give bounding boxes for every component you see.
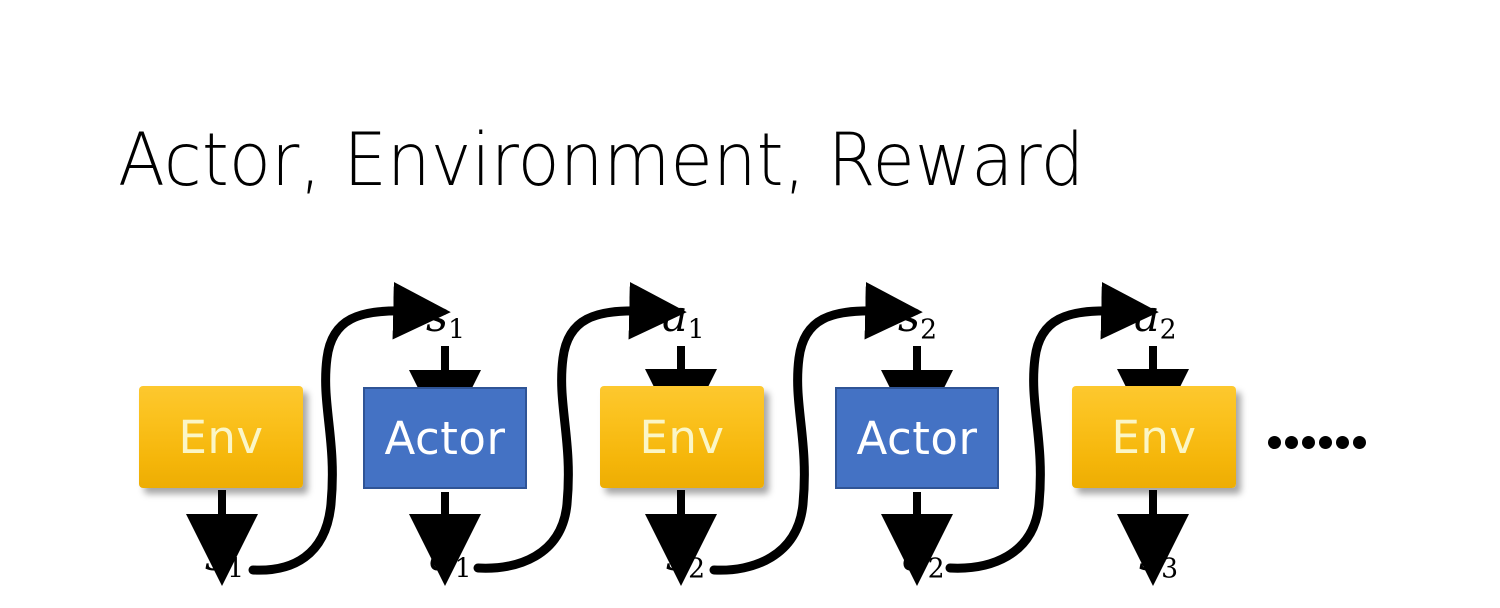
symbol: a bbox=[662, 292, 688, 342]
symbol: a bbox=[429, 531, 455, 581]
label-bottom-state-s3: s3 bbox=[1139, 535, 1178, 583]
symbol: s bbox=[426, 292, 449, 342]
node-actor-2[interactable]: Actor bbox=[835, 387, 999, 489]
ellipsis-dot bbox=[1285, 436, 1298, 449]
node-label: Actor bbox=[856, 411, 978, 465]
symbol: s bbox=[666, 531, 689, 581]
label-bottom-action-a2: a2 bbox=[902, 535, 945, 583]
symbol: s bbox=[205, 531, 228, 581]
label-bottom-state-s2: s2 bbox=[666, 535, 705, 583]
label-bottom-action-a1: a1 bbox=[429, 535, 472, 583]
ellipsis-dot bbox=[1268, 436, 1281, 449]
node-env-2[interactable]: Env bbox=[600, 386, 764, 488]
subscript: 1 bbox=[448, 314, 466, 346]
node-label: Env bbox=[1111, 410, 1197, 464]
symbol: s bbox=[1139, 531, 1162, 581]
label-top-action-a1: a1 bbox=[662, 296, 705, 344]
ellipsis-dot bbox=[1319, 436, 1332, 449]
label-top-state-s1: s1 bbox=[426, 296, 465, 344]
subscript: 3 bbox=[1161, 553, 1179, 585]
subscript: 2 bbox=[920, 314, 938, 346]
symbol: s bbox=[898, 292, 921, 342]
subscript: 2 bbox=[1159, 314, 1177, 346]
page-title: Actor, Environment, Reward bbox=[118, 118, 1085, 203]
subscript: 2 bbox=[927, 553, 945, 585]
label-top-state-s2: s2 bbox=[898, 296, 937, 344]
subscript: 1 bbox=[454, 553, 472, 585]
subscript: 2 bbox=[688, 553, 706, 585]
symbol: a bbox=[1134, 292, 1160, 342]
label-bottom-state-s1: s1 bbox=[205, 535, 244, 583]
ellipsis-dot bbox=[1336, 436, 1349, 449]
node-label: Actor bbox=[384, 411, 506, 465]
ellipsis-dot bbox=[1302, 436, 1315, 449]
symbol: a bbox=[902, 531, 928, 581]
subscript: 1 bbox=[687, 314, 705, 346]
label-top-action-a2: a2 bbox=[1134, 296, 1177, 344]
subscript: 1 bbox=[227, 553, 245, 585]
ellipsis-continuation bbox=[1268, 436, 1366, 449]
node-label: Env bbox=[178, 410, 264, 464]
node-env-1[interactable]: Env bbox=[139, 386, 303, 488]
ellipsis-dot bbox=[1353, 436, 1366, 449]
node-env-3[interactable]: Env bbox=[1072, 386, 1236, 488]
node-actor-1[interactable]: Actor bbox=[363, 387, 527, 489]
node-label: Env bbox=[639, 410, 725, 464]
